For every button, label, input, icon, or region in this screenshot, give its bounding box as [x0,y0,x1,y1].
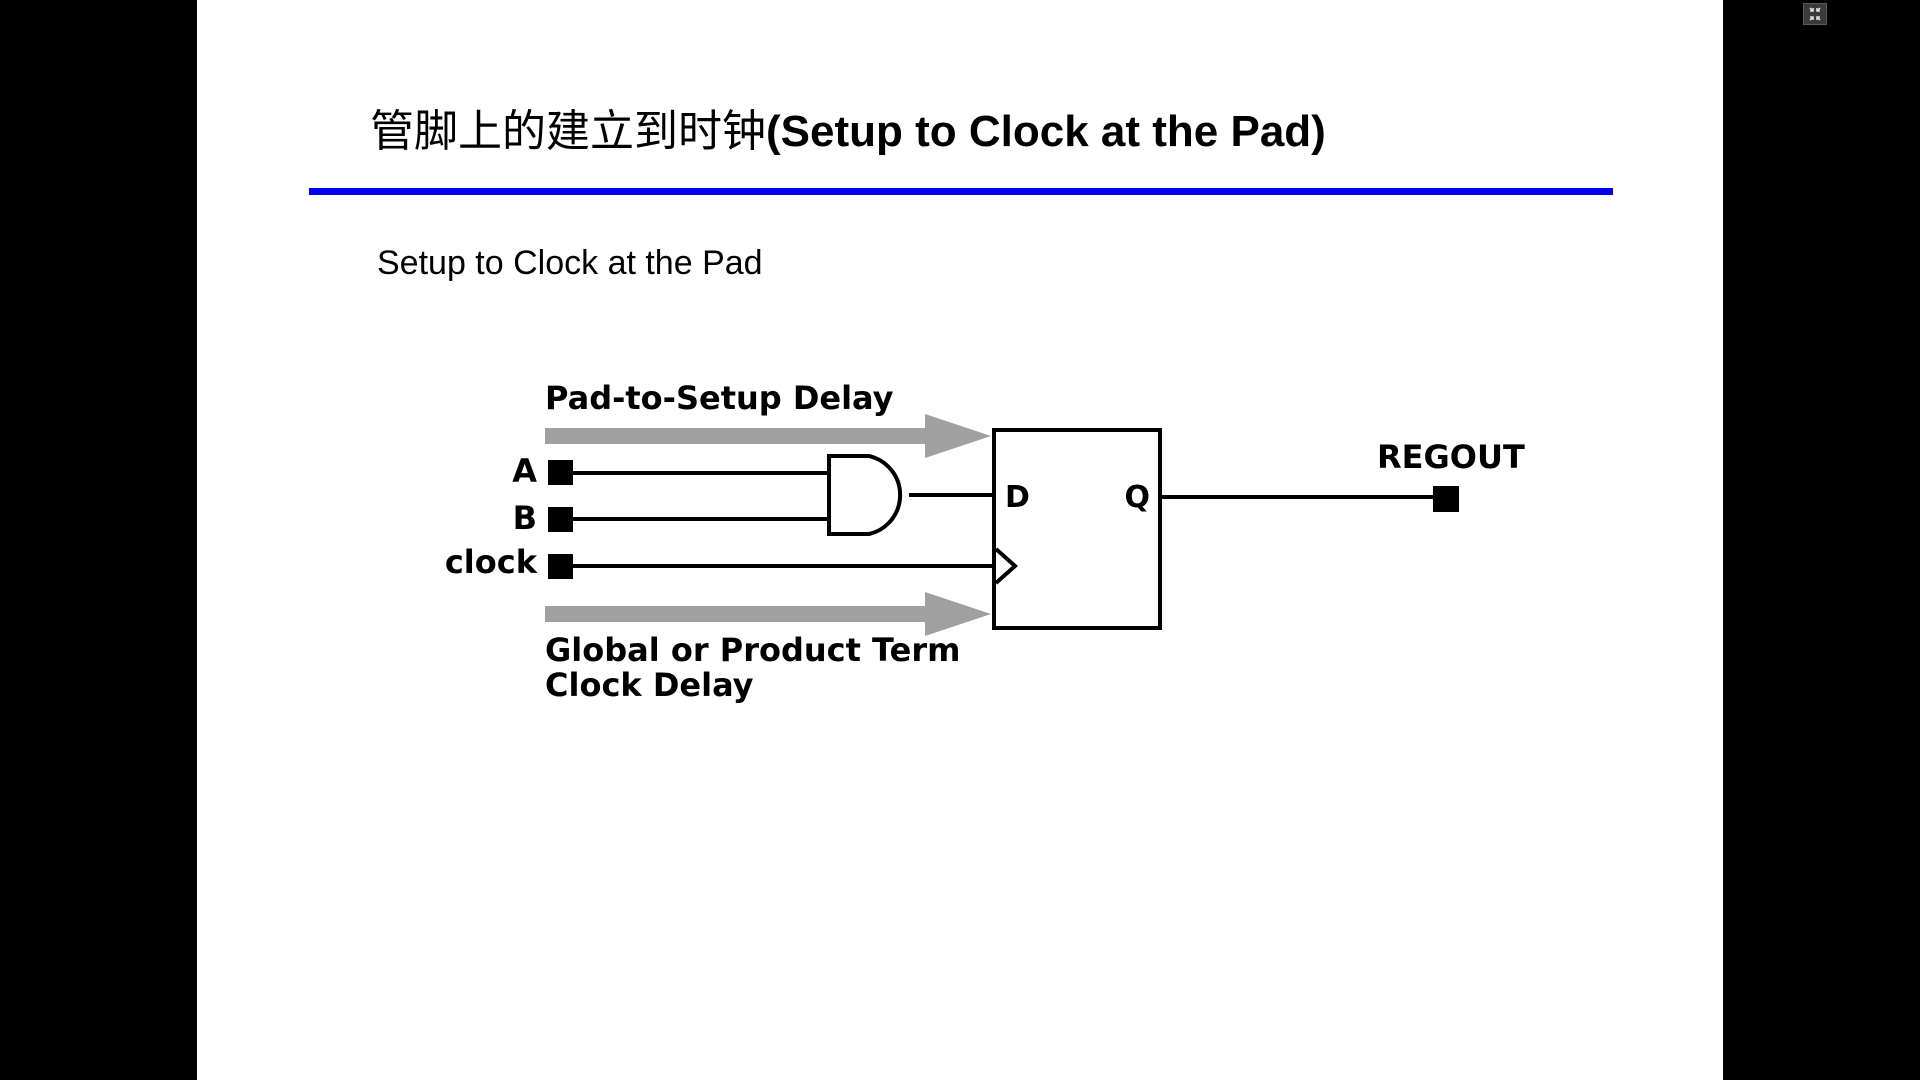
ff-d-label: D [1005,480,1030,515]
slide-title-chinese: 管脚上的建立到时钟 [370,106,766,157]
slide-subtitle: Setup to Clock at the Pad [377,244,763,282]
clock-delay-arrow [545,592,991,636]
pad-b [548,507,573,532]
output-regout-label: REGOUT [1377,438,1525,476]
clock-delay-label-line1: Global or Product Term [545,631,960,669]
pad-to-setup-arrow [545,414,991,458]
circuit-diagram: Pad-to-Setup Delay A B clock D Q REGOUT … [445,379,1525,704]
clock-input-triangle [994,547,1018,585]
pad-clock [548,554,573,579]
pad-regout [1433,486,1459,512]
slide: 管脚上的建立到时钟(Setup to Clock at the Pad) Set… [197,0,1723,1080]
clock-delay-label-line2: Clock Delay [545,666,754,704]
input-a-label: A [512,452,537,490]
title-rule [309,188,1613,195]
slide-title: 管脚上的建立到时钟(Setup to Clock at the Pad) [370,104,1326,160]
slide-title-english: (Setup to Clock at the Pad) [766,107,1326,156]
ff-q-label: Q [1124,480,1150,515]
flip-flop [992,428,1162,630]
and-gate [827,454,903,536]
exit-fullscreen-button[interactable] [1803,3,1827,25]
input-clock-label: clock [445,543,538,581]
pad-to-setup-label: Pad-to-Setup Delay [545,379,894,417]
exit-fullscreen-icon [1809,7,1821,21]
pad-a [548,460,573,485]
input-b-label: B [513,499,537,537]
